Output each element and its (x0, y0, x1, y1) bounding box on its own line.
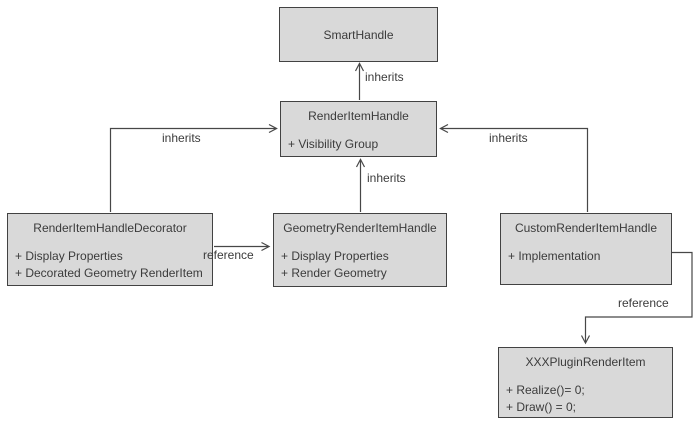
class-box-customrenderitemhandle: CustomRenderItemHandle + Implementation (500, 213, 672, 285)
class-box-renderitemhandledecorator: RenderItemHandleDecorator + Display Prop… (7, 213, 213, 286)
class-attributes: + Display Properties + Decorated Geometr… (8, 248, 212, 282)
class-attributes: + Visibility Group (281, 136, 436, 153)
class-attribute: + Display Properties (281, 249, 389, 263)
class-attribute: + Display Properties (15, 249, 123, 263)
edge-label-inherits-geometry: inherits (367, 171, 406, 185)
edge-label-reference-custom: reference (618, 296, 669, 310)
arrow-custom-to-xxxplugin (580, 251, 693, 345)
class-box-smarthandle: SmartHandle (279, 7, 438, 62)
class-attribute: + Decorated Geometry RenderItem (15, 266, 203, 280)
class-attribute: + Draw() = 0; (506, 400, 577, 414)
edge-label-reference-decorator: reference (203, 248, 254, 262)
class-attribute: + Implementation (508, 249, 601, 263)
edge-label-inherits-custom: inherits (489, 131, 528, 145)
arrow-custom-to-renderitemhandle (439, 123, 589, 212)
class-title-renderitemhandledecorator: RenderItemHandleDecorator (33, 221, 187, 235)
class-box-renderitemhandle: RenderItemHandle + Visibility Group (280, 101, 437, 157)
class-attributes: + Implementation (501, 248, 671, 265)
edge-label-inherits-decorator: inherits (162, 131, 201, 145)
class-attribute: + Render Geometry (281, 266, 387, 280)
class-box-geometryrenderitemhandle: GeometryRenderItemHandle + Display Prope… (273, 213, 447, 287)
class-title-xxxpluginrenderitem: XXXPluginRenderItem (525, 355, 646, 369)
class-attribute: + Visibility Group (288, 137, 379, 151)
class-box-xxxpluginrenderitem: XXXPluginRenderItem + Realize()= 0; + Dr… (498, 347, 673, 418)
class-attribute: + Realize()= 0; (506, 383, 585, 397)
class-attributes: + Display Properties + Render Geometry (274, 248, 446, 282)
class-title-geometryrenderitemhandle: GeometryRenderItemHandle (283, 221, 437, 235)
class-title-customrenderitemhandle: CustomRenderItemHandle (514, 221, 658, 235)
class-attributes: + Realize()= 0; + Draw() = 0; (499, 382, 672, 416)
arrow-decorator-to-renderitemhandle (109, 123, 278, 212)
class-title-smarthandle: SmartHandle (323, 27, 394, 42)
edge-label-inherits-smarthandle: inherits (365, 70, 404, 84)
class-title-renderitemhandle: RenderItemHandle (308, 109, 409, 123)
